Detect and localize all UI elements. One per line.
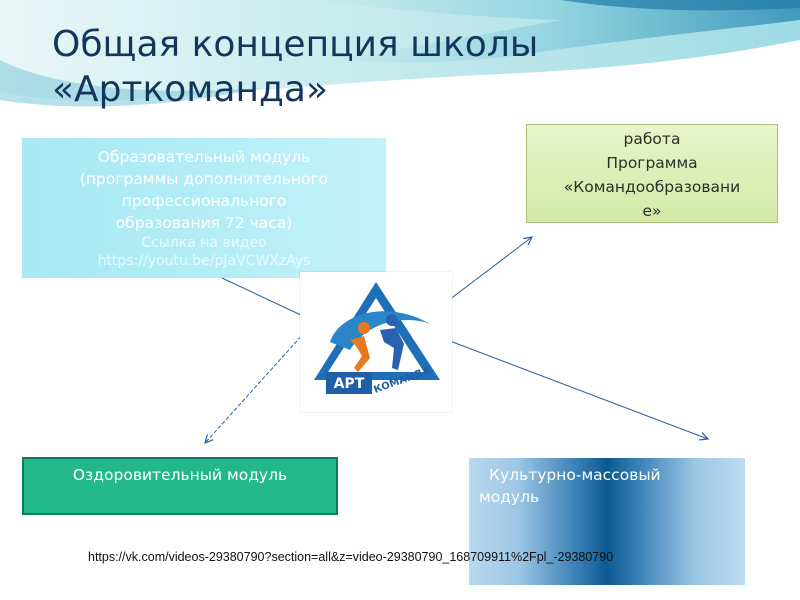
slide-title-line2: «Арткоманда» xyxy=(52,69,328,110)
team-module-line3: «Командообразовани xyxy=(563,178,741,196)
culture-module-line2: модуль xyxy=(479,488,540,506)
health-module-label: Оздоровительный модуль xyxy=(72,466,288,484)
education-module-line4: образования 72 часа) xyxy=(115,214,293,232)
health-module-box: Оздоровительный модуль xyxy=(22,457,338,515)
slide-title: Общая концепция школы «Арткоманда» xyxy=(52,22,752,112)
education-module-line1: Образовательный модуль xyxy=(97,148,311,166)
vk-video-link[interactable]: https://vk.com/videos-29380790?section=a… xyxy=(88,550,614,564)
video-label: Ссылка на видео xyxy=(141,235,267,251)
team-module-line4: е» xyxy=(642,202,662,220)
team-module-line1: работа xyxy=(623,130,681,148)
team-module-ghost-text: Командная работа xyxy=(575,107,729,125)
culture-module-box: Культурно-массовый модуль xyxy=(469,458,745,585)
team-module-box: Командная работа работа Программа «Коман… xyxy=(526,107,778,223)
education-module-line2: (программы дополнительного xyxy=(79,170,329,188)
artkomanda-logo-graphic: АРТ КОМАНДА xyxy=(314,282,440,396)
education-module-line3: профессионального xyxy=(121,192,287,210)
slide-title-line1: Общая концепция школы xyxy=(52,24,539,65)
team-module-line2: Программа xyxy=(606,154,698,172)
education-module-box: Образовательный модуль (программы дополн… xyxy=(22,138,386,278)
video-link[interactable]: https://youtu.be/pJaVCWXzAys xyxy=(97,253,311,269)
culture-module-line1: Культурно-массовый xyxy=(489,466,661,484)
artkomanda-logo: АРТ КОМАНДА xyxy=(300,272,452,412)
logo-text-left: АРТ xyxy=(334,376,365,392)
